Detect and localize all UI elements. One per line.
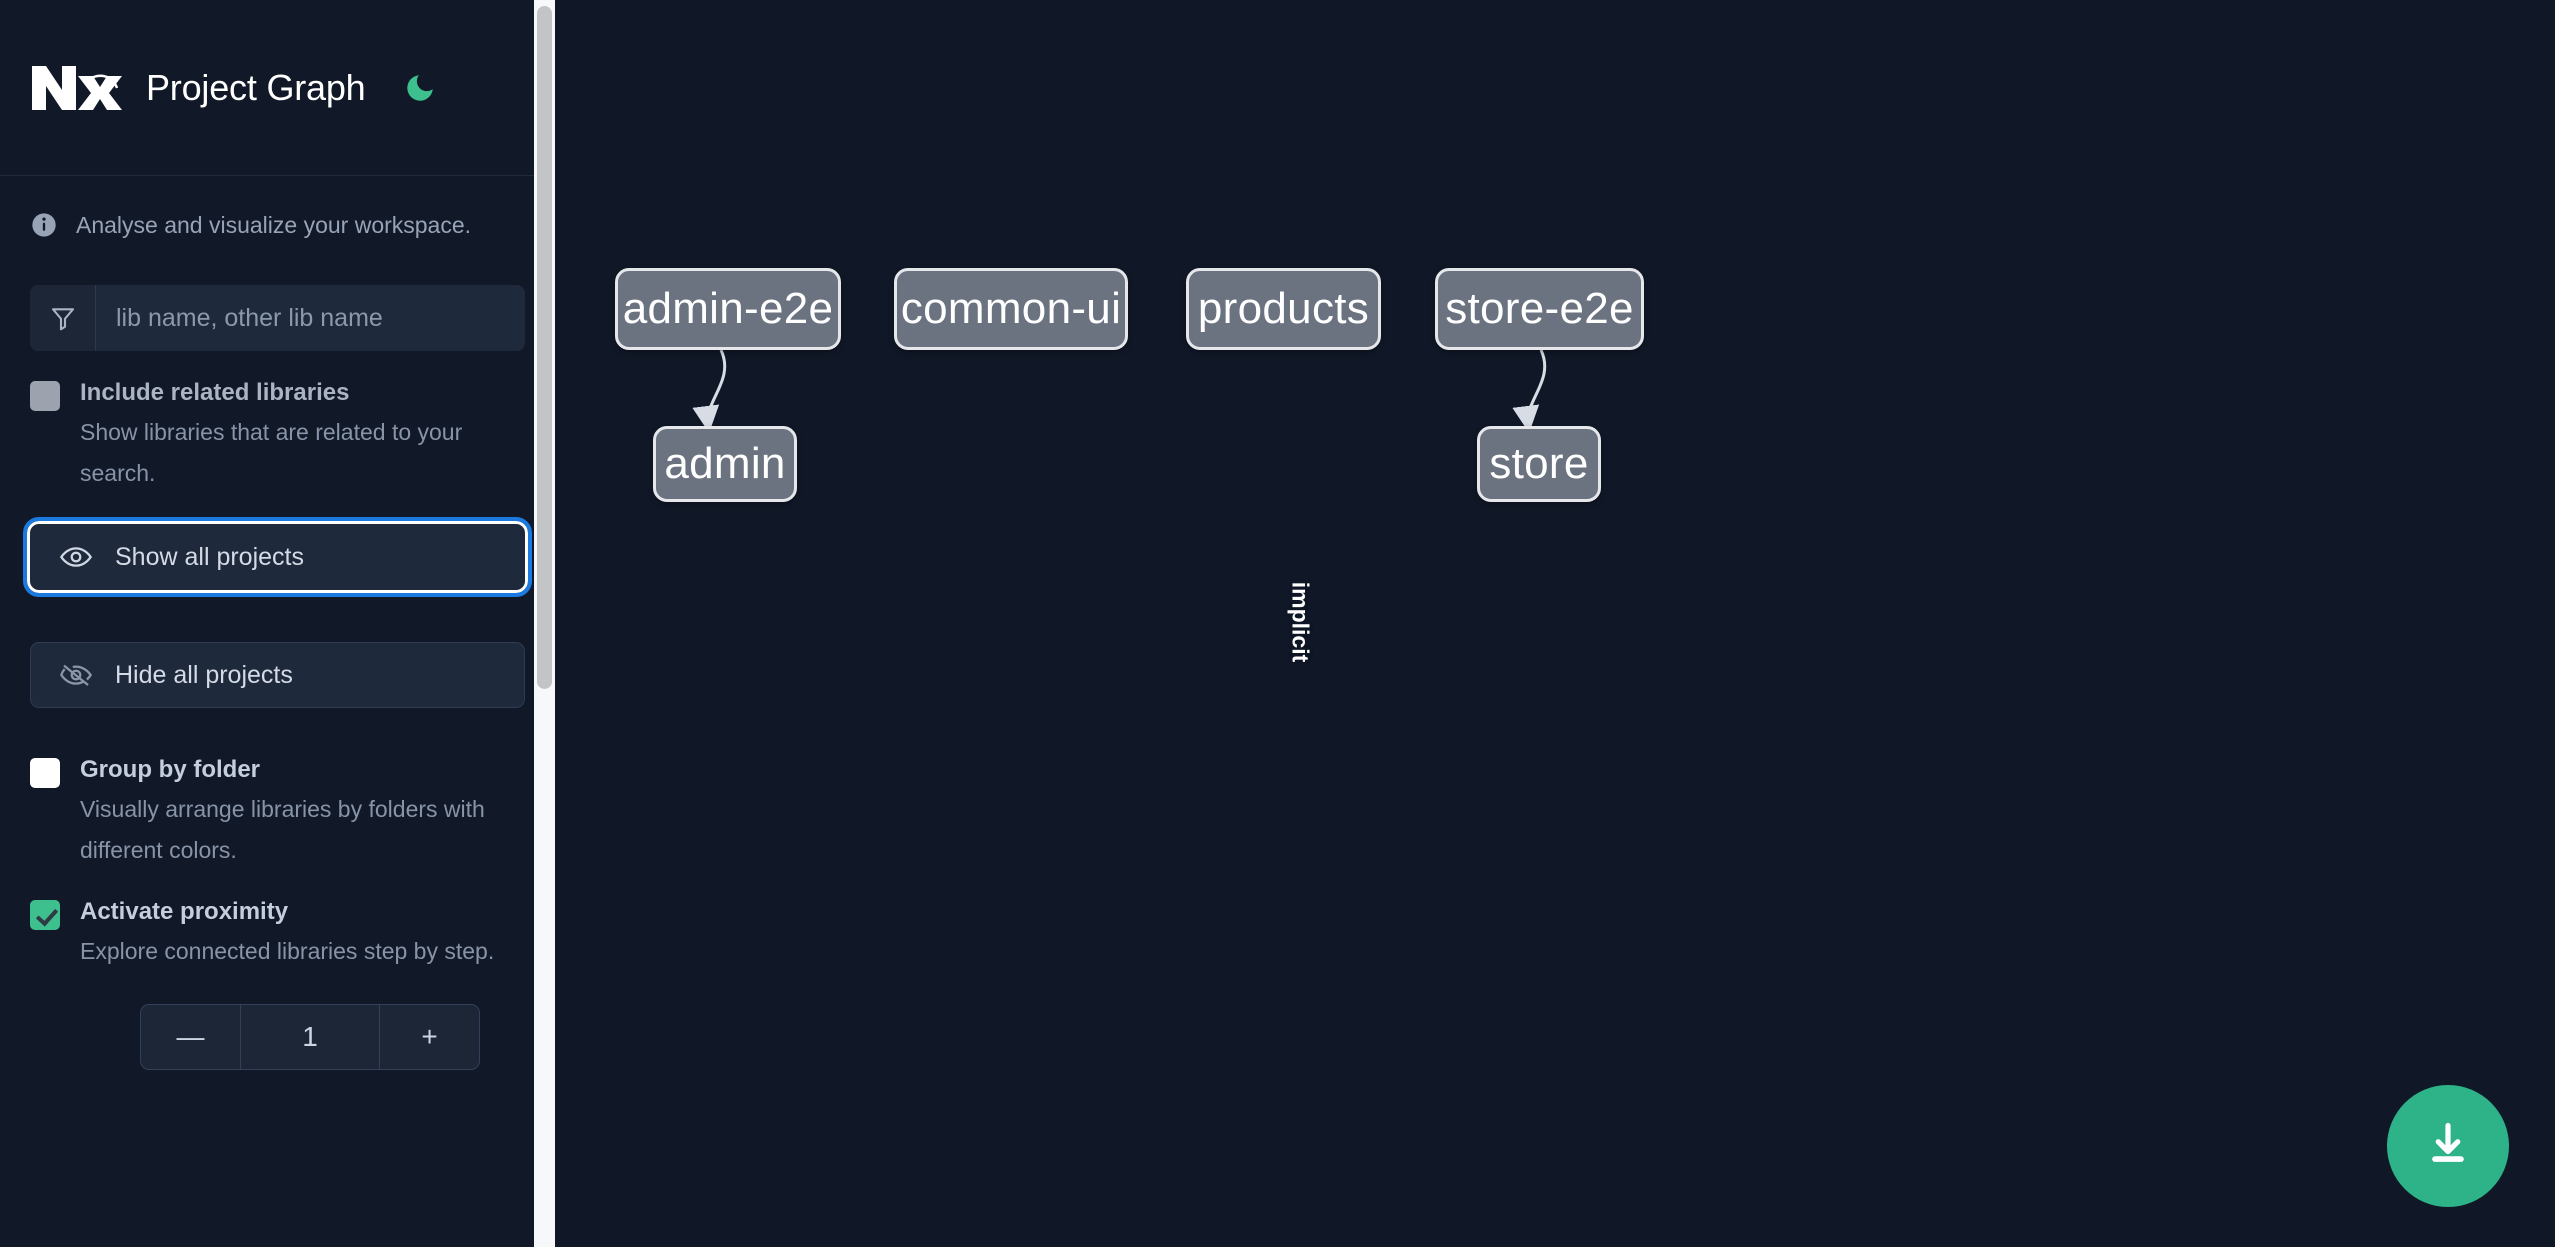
sidebar-scrollbar-thumb[interactable] [537,6,552,689]
download-button[interactable] [2387,1085,2509,1207]
hide-all-projects-button[interactable]: Hide all projects [30,642,525,708]
edge-label-admin: implicit [1287,581,1314,663]
option-group-by-folder: Group by folder Visually arrange librari… [0,708,555,871]
graph-node-admin-e2e[interactable]: admin-e2e [615,268,841,350]
info-banner: Analyse and visualize your workspace. [0,176,555,267]
graph-node-common-ui[interactable]: common-ui [894,268,1128,350]
option-include-related: Include related libraries Show libraries… [0,351,555,494]
show-all-projects-label: Show all projects [115,542,304,571]
option-activate-proximity: Activate proximity Explore connected lib… [0,871,555,972]
graph-canvas[interactable]: implicit implicit admin-e2e common-ui pr… [555,0,2555,1247]
proximity-stepper-wrap: — 1 + [0,972,555,1070]
search-box [30,285,525,351]
graph-edges [692,349,1547,433]
download-icon [2422,1119,2474,1174]
search-input[interactable] [96,285,525,351]
nx-logo [30,58,122,118]
info-text: Analyse and visualize your workspace. [76,211,472,238]
include-related-checkbox[interactable] [30,381,60,411]
filter-section [0,267,555,351]
include-related-description: Show libraries that are related to your … [80,419,463,486]
quantity-stepper: — 1 + [140,1004,480,1070]
stepper-decrement-button[interactable]: — [141,1005,241,1069]
eye-icon [59,540,93,574]
stepper-increment-button[interactable]: + [379,1005,479,1069]
brand-header: Project Graph [0,0,555,176]
hide-all-wrap: Hide all projects [0,612,555,708]
hide-all-projects-label: Hide all projects [115,660,293,689]
show-all-projects-button[interactable]: Show all projects [23,517,532,597]
show-all-wrap: Show all projects [0,494,555,597]
include-related-label: Include related libraries [80,379,350,406]
info-circle-icon [30,211,58,239]
sidebar-scrollbar[interactable] [534,0,555,1247]
graph-node-store[interactable]: store [1477,426,1601,502]
graph-node-products[interactable]: products [1186,268,1381,350]
edge-admin-e2e-admin [692,349,727,433]
filter-funnel-icon[interactable] [30,285,96,351]
graph-node-admin[interactable]: admin [653,426,797,502]
page-title: Project Graph [146,66,366,108]
moon-icon[interactable] [400,68,440,108]
group-by-folder-description: Visually arrange libraries by folders wi… [80,796,485,863]
sidebar: Project Graph Analyse and visualize your… [0,0,555,1247]
stepper-value: 1 [302,1021,318,1052]
activate-proximity-checkbox[interactable] [30,900,60,930]
edge-store-e2e-store [1512,349,1547,433]
group-by-folder-checkbox[interactable] [30,758,60,788]
graph-node-store-e2e[interactable]: store-e2e [1435,268,1644,350]
activate-proximity-description: Explore connected libraries step by step… [80,938,495,964]
activate-proximity-label: Activate proximity [80,898,289,925]
group-by-folder-label: Group by folder [80,756,260,783]
eye-off-icon [59,658,93,692]
sidebar-content: Project Graph Analyse and visualize your… [0,0,555,1070]
